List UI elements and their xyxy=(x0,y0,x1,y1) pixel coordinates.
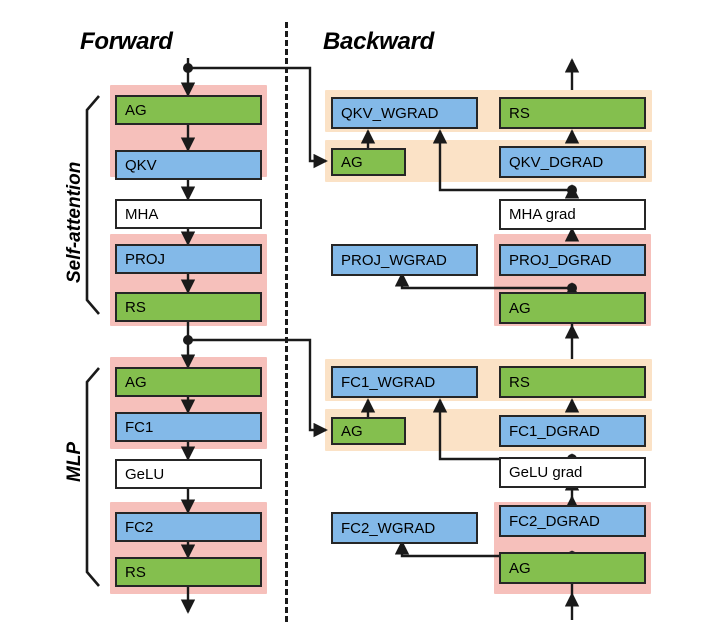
backward-node-fc2-wgrad[interactable]: FC2_WGRAD xyxy=(331,512,478,544)
backward-node-rs-sa[interactable]: RS xyxy=(499,97,646,129)
backward-header: Backward xyxy=(323,28,434,55)
backward-node-qkv-dgrad[interactable]: QKV_DGRAD xyxy=(499,146,646,178)
backward-node-proj-wgrad[interactable]: PROJ_WGRAD xyxy=(331,244,478,276)
forward-node-ag-sa[interactable]: AG xyxy=(115,95,262,125)
backward-node-gelu-grad[interactable]: GeLU grad xyxy=(499,457,646,488)
mlp-bracket xyxy=(85,367,100,587)
backward-node-fc1-wgrad[interactable]: FC1_WGRAD xyxy=(331,366,478,398)
forward-node-mha[interactable]: MHA xyxy=(115,199,262,229)
junction-dot xyxy=(183,335,193,345)
backward-node-qkv-wgrad[interactable]: QKV_WGRAD xyxy=(331,97,478,129)
forward-node-qkv[interactable]: QKV xyxy=(115,150,262,180)
forward-node-fc2[interactable]: FC2 xyxy=(115,512,262,542)
junction-dot xyxy=(183,63,193,73)
forward-node-ag-mlp[interactable]: AG xyxy=(115,367,262,397)
backward-node-fc1-dgrad[interactable]: FC1_DGRAD xyxy=(499,415,646,447)
forward-node-proj[interactable]: PROJ xyxy=(115,244,262,274)
backward-node-ag-sa[interactable]: AG xyxy=(499,292,646,324)
junction-dot xyxy=(567,185,577,195)
forward-node-rs-mlp[interactable]: RS xyxy=(115,557,262,587)
backward-node-rs-mlp[interactable]: RS xyxy=(499,366,646,398)
backward-node-ag-sa-wgrad[interactable]: AG xyxy=(331,148,406,176)
forward-header: Forward xyxy=(80,28,173,55)
forward-node-rs-sa[interactable]: RS xyxy=(115,292,262,322)
backward-node-ag-mlp-wgrad[interactable]: AG xyxy=(331,417,406,445)
backward-node-proj-dgrad[interactable]: PROJ_DGRAD xyxy=(499,244,646,276)
forward-node-fc1[interactable]: FC1 xyxy=(115,412,262,442)
forward-backward-divider xyxy=(285,22,288,622)
backward-node-ag-mlp[interactable]: AG xyxy=(499,552,646,584)
backward-node-fc2-dgrad[interactable]: FC2_DGRAD xyxy=(499,505,646,537)
self-attention-bracket xyxy=(85,95,100,315)
backward-node-mha-grad[interactable]: MHA grad xyxy=(499,199,646,230)
junction-dot xyxy=(567,283,577,293)
forward-node-gelu[interactable]: GeLU xyxy=(115,459,262,489)
